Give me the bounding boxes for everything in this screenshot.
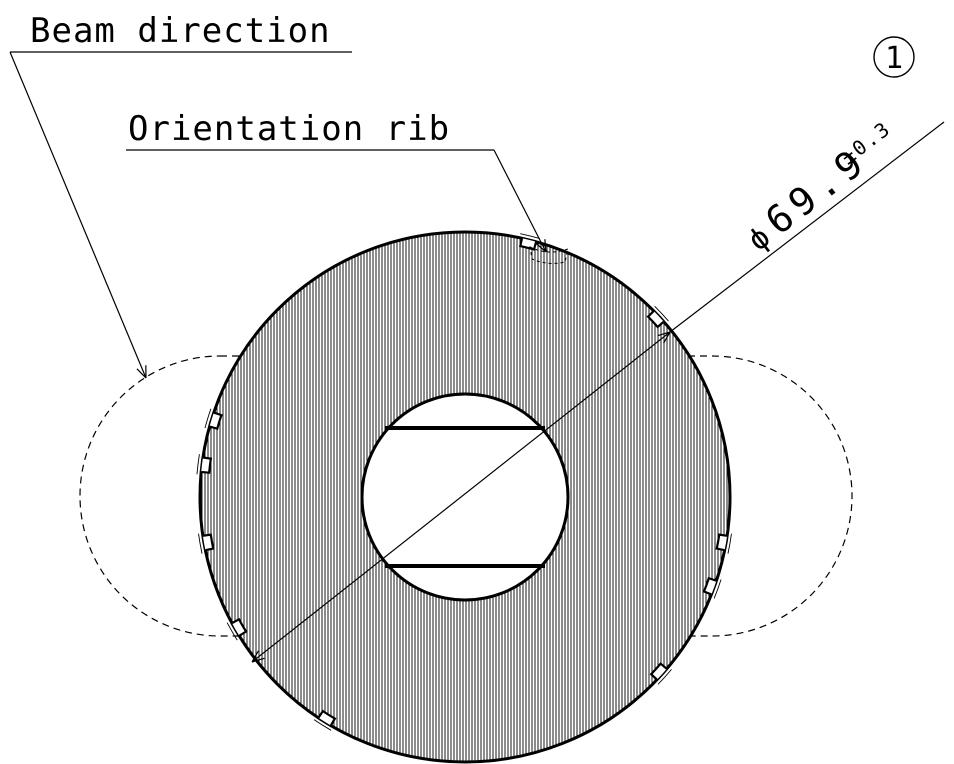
callout-number: 1 <box>885 41 903 76</box>
edge-notch <box>201 456 213 474</box>
edge-notch-outline <box>226 622 238 641</box>
edge-notch-cut <box>651 663 667 680</box>
edge-notch-outline <box>713 579 722 599</box>
edge-notch <box>649 662 668 681</box>
callout-circle <box>873 36 915 78</box>
edge-notch-outline <box>727 533 732 554</box>
beam-envelope <box>79 355 853 637</box>
diameter-dimension-text: ϕ 69.9 ±0.3 <box>742 116 896 258</box>
center-aperture <box>360 392 570 602</box>
edge-notches <box>196 233 732 731</box>
edge-notch-outline <box>196 454 200 475</box>
beam-direction-label: Beam direction <box>30 11 331 51</box>
edge-notch <box>518 237 538 251</box>
edge-notch-cut <box>318 711 335 726</box>
edge-notch <box>231 617 248 637</box>
target-disc <box>198 230 732 764</box>
edge-notch-cut <box>703 578 717 595</box>
edge-notch <box>715 533 728 552</box>
edge-notch-outline <box>313 719 332 731</box>
edge-notch-outline <box>657 669 672 685</box>
edge-notch <box>202 533 215 552</box>
orientation-rib-leader <box>493 149 546 252</box>
edge-notch-outline <box>198 533 203 554</box>
orientation-rib-label: Orientation rib <box>128 109 450 149</box>
beam-direction-leader <box>9 51 146 378</box>
edge-notch <box>209 411 223 430</box>
edge-notch-outline <box>654 305 669 322</box>
diameter-dimension-line <box>252 332 670 662</box>
edge-notch-cut <box>231 619 247 636</box>
edge-notch-cut <box>648 311 664 327</box>
edge-notch <box>702 576 717 596</box>
edge-notch <box>317 709 337 727</box>
diameter-leader-extension <box>669 121 945 333</box>
edge-notch <box>646 310 665 329</box>
edge-notch-cut <box>209 412 222 429</box>
edge-notch-outline <box>204 408 212 429</box>
